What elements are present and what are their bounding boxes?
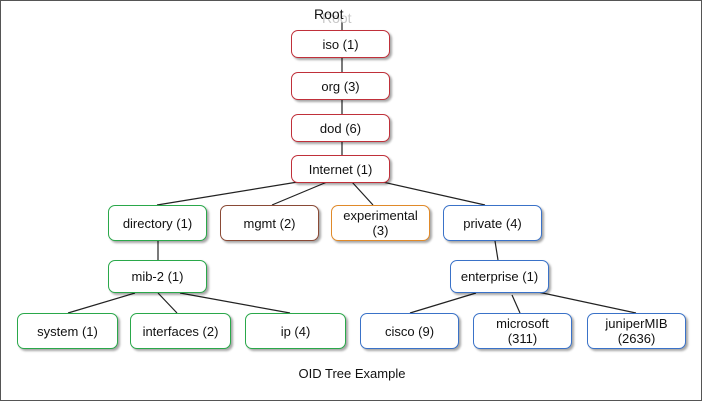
node-internet: Internet (1) (291, 155, 390, 183)
edge-enterprise-cisco (409, 292, 477, 314)
edge-internet-mgmt (271, 181, 328, 206)
node-system: system (1) (17, 313, 118, 349)
edge-enterprise-microsoft (511, 294, 521, 314)
node-directory: directory (1) (108, 205, 207, 241)
node-org: org (3) (291, 72, 390, 100)
node-junipermib: juniperMIB (2636) (587, 313, 686, 349)
node-iso: iso (1) (291, 30, 390, 58)
node-enterprise: enterprise (1) (450, 260, 549, 293)
edge-mib2-system (67, 292, 136, 314)
node-private: private (4) (443, 205, 542, 241)
edge-internet-private (373, 179, 486, 206)
diagram-caption: OID Tree Example (298, 366, 406, 381)
root-label-ghost: Root (322, 10, 352, 26)
edge-mib2-interfaces (157, 292, 178, 314)
node-interfaces: interfaces (2) (130, 313, 231, 349)
node-ip: ip (4) (245, 313, 346, 349)
edge-internet-experimental (351, 181, 374, 206)
edge-enterprise-juniper (537, 291, 637, 314)
node-microsoft: microsoft (311) (473, 313, 572, 349)
node-mib2: mib-2 (1) (108, 260, 207, 293)
node-cisco: cisco (9) (360, 313, 459, 349)
node-experimental: experimental (3) (331, 205, 430, 241)
edge-mib2-ip (179, 292, 291, 314)
node-dod: dod (6) (291, 114, 390, 142)
edge-internet-directory (156, 179, 311, 206)
node-mgmt: mgmt (2) (220, 205, 319, 241)
root-label: Root (314, 6, 344, 22)
edge-private-enterprise (494, 240, 499, 261)
